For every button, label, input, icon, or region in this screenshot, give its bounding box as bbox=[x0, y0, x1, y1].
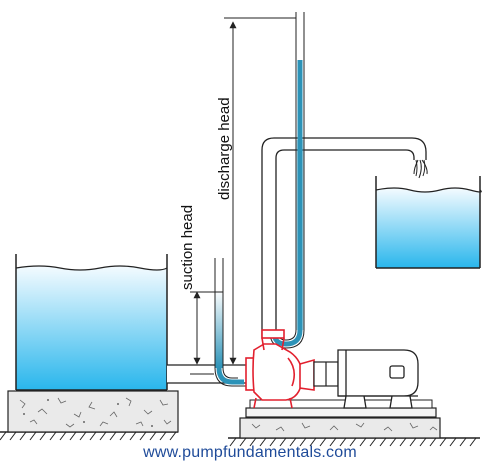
suction-tank bbox=[15, 254, 168, 391]
left-foundation bbox=[7, 390, 179, 433]
discharge-outlet-water bbox=[413, 159, 428, 179]
suction-gauge-tube bbox=[214, 258, 246, 387]
discharge-head-label: discharge head bbox=[216, 97, 233, 200]
discharge-gauge-tube bbox=[269, 12, 305, 349]
base-plate bbox=[245, 399, 437, 418]
right-foundation bbox=[239, 417, 441, 439]
suction-head-dimension bbox=[190, 291, 223, 375]
centrifugal-pump bbox=[245, 329, 315, 409]
discharge-tank bbox=[375, 176, 482, 269]
shaft-coupling bbox=[313, 361, 339, 387]
ground-left bbox=[0, 431, 178, 441]
electric-motor bbox=[337, 349, 419, 409]
suction-head-label: suction head bbox=[179, 205, 196, 290]
discharge-head-dimension bbox=[224, 17, 296, 365]
discharge-pipe bbox=[261, 137, 427, 338]
website-url[interactable]: www.pumpfundamentals.com bbox=[143, 444, 357, 461]
